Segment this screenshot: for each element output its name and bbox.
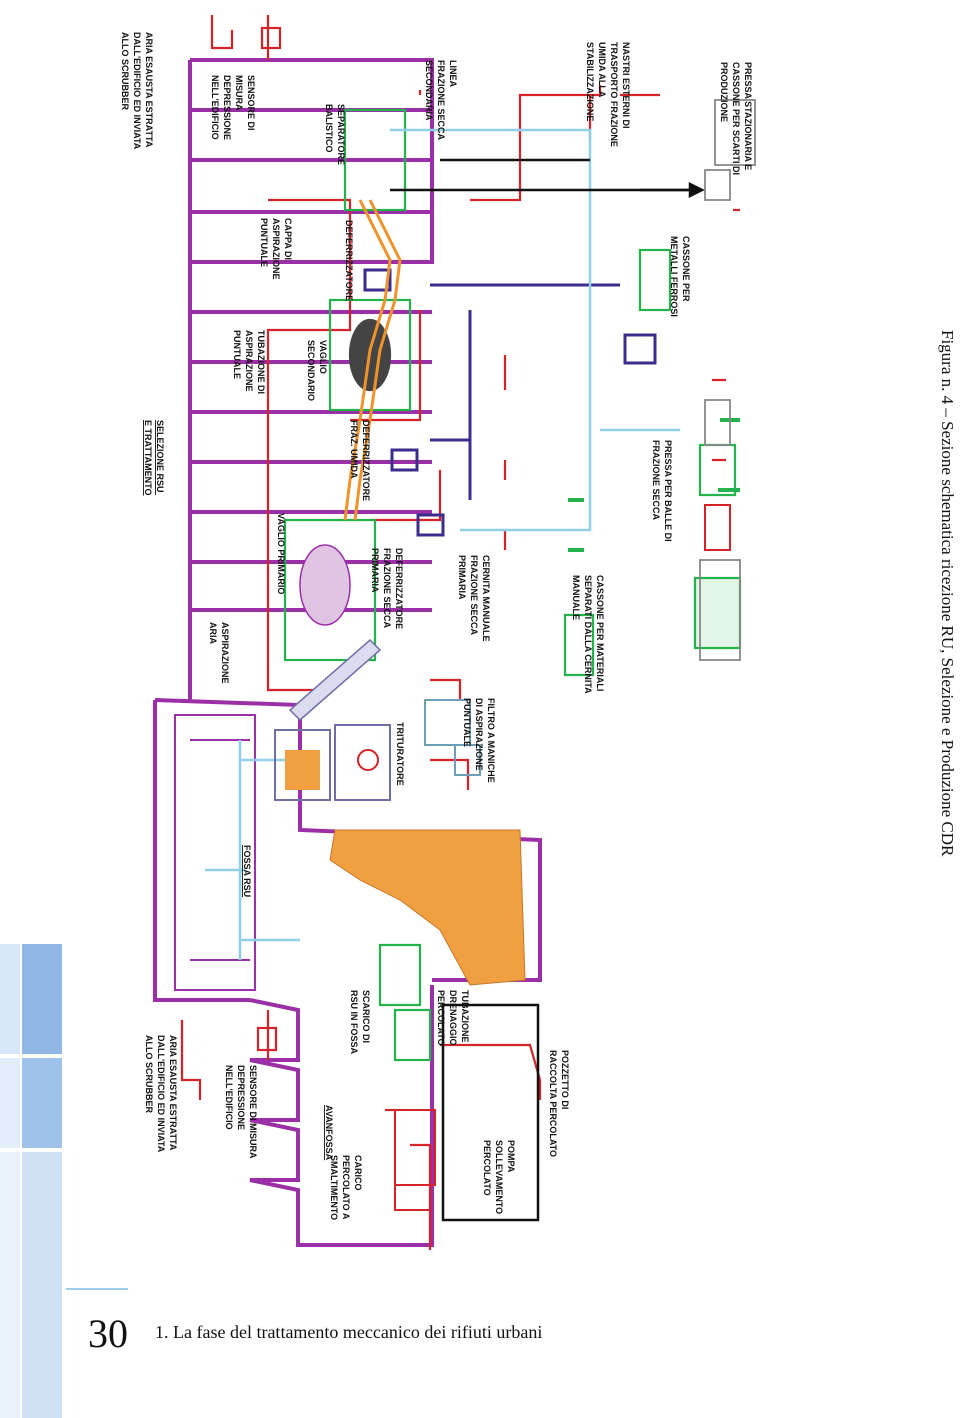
label-filtro: FILTRO A MANICHE DI ASPIRAZIONE PUNTUALE bbox=[462, 698, 496, 785]
label-tubazione-aspirazione: TUBAZIONE DI ASPIRAZIONE PUNTUALE bbox=[232, 330, 266, 397]
label-cernita: CERNITA MANUALE FRAZIONE SECCA PRIMARIA bbox=[457, 555, 491, 644]
bag-filter bbox=[424, 699, 481, 776]
waste-pile bbox=[329, 829, 526, 986]
sidebar-decoration bbox=[0, 944, 62, 1418]
label-vaglio-primario: VAGLIO PRIMARIO bbox=[276, 513, 286, 594]
page-number: 30 bbox=[88, 1311, 128, 1356]
label-linea-secca: LINEA FRAZIONE SECCA SECONDARIA bbox=[424, 60, 458, 142]
label-cappa: CAPPA DI ASPIRAZIONE PUNTUALE bbox=[259, 218, 293, 282]
press-equipment bbox=[699, 99, 756, 661]
orange-chute bbox=[343, 199, 402, 521]
diagram-labels: ARIA ESAUSTA ESTRATTA DALL'EDIFICIO ED I… bbox=[120, 32, 753, 1222]
label-avanfossa: AVANFOSSA bbox=[324, 1105, 334, 1161]
label-sensore-top: SENSORE DI MISURA DEPRESSIONE NELL'EDIFI… bbox=[210, 75, 256, 143]
label-deferrizzatore-umida: DEFERRIZZATORE FRAZ. UMIDA bbox=[349, 420, 371, 504]
label-sensore-bottom: SENSORE DI MISURA DEPRESSIONE NELL'EDIFI… bbox=[224, 1065, 258, 1161]
label-cassone-ferrosi: CASSONE PER METALLI FERROSI bbox=[669, 236, 691, 317]
label-pressa-stazionaria: PRESSA STAZIONARIA E CASSONE PER SCARTI … bbox=[719, 62, 753, 178]
label-pompa: POMPA SOLLEVAMENTO PERCOLATO bbox=[482, 1140, 516, 1217]
label-carico: CARICO PERCOLATO A SMALTIMENTO bbox=[329, 1155, 363, 1222]
header-rule bbox=[66, 1288, 128, 1290]
black-lines bbox=[390, 158, 700, 1222]
shredder bbox=[274, 724, 391, 801]
label-separatore: SEPARATORE BALISTICO bbox=[324, 104, 346, 168]
label-cassone-materiali: CASSONE PER MATERIALI SEPARATI DALLA CER… bbox=[571, 575, 605, 696]
label-aria-esausta-top: ARIA ESAUSTA ESTRATTA DALL'EDIFICIO ED I… bbox=[120, 32, 154, 152]
label-aspirazione-aria: ASPIRAZIONE ARIA bbox=[208, 622, 230, 686]
incline-conveyor bbox=[288, 638, 382, 722]
label-nastri: NASTRI ESTERNI DI TRASPORTO FRAZIONE UMI… bbox=[585, 42, 631, 149]
label-pozzetto: POZZETTO DI RACCOLTA PERCOLATO bbox=[548, 1050, 570, 1157]
label-aria-esausta-bottom: ARIA ESAUSTA ESTRATTA DALL'EDIFICIO ED I… bbox=[144, 1035, 178, 1155]
label-vaglio-secondario: VAGLIO SECONDARIO bbox=[306, 340, 328, 401]
red-trucks bbox=[394, 504, 731, 1211]
label-tubazione-drenaggio: TUBAZIONE DRENAGGIO PERCOLATO bbox=[436, 990, 470, 1048]
ferrous-line bbox=[363, 268, 657, 537]
flow-arrows bbox=[640, 181, 705, 199]
light-blue-conveyors bbox=[205, 128, 680, 960]
label-fossa-rsu: FOSSA RSU bbox=[242, 845, 252, 897]
label-selezione-rsu: SELEZIONE RSU E TRATTAMENTO bbox=[143, 420, 165, 496]
shredder-load bbox=[285, 750, 320, 790]
label-pressa-balle: PRESSA PER BALLE DI FRAZIONE SECCA bbox=[651, 440, 673, 544]
label-deferrizzatore-primaria: DEFERRIZZATORE FRAZIONE SECCA PRIMARIA bbox=[370, 548, 404, 632]
label-deferrizzatore-sec: DEFERRIZZATORE bbox=[344, 220, 354, 301]
green-equipment bbox=[283, 108, 742, 1062]
label-trituratore: TRITURATORE bbox=[395, 722, 405, 786]
running-header: 1. La fase del trattamento meccanico dei… bbox=[155, 1322, 543, 1342]
label-scarico: SCARICO DI RSU IN FOSSA bbox=[349, 990, 371, 1055]
air-ducts bbox=[180, 15, 740, 1250]
figure-caption: Figura n. 4 – Sezione schematica ricezio… bbox=[938, 330, 957, 857]
